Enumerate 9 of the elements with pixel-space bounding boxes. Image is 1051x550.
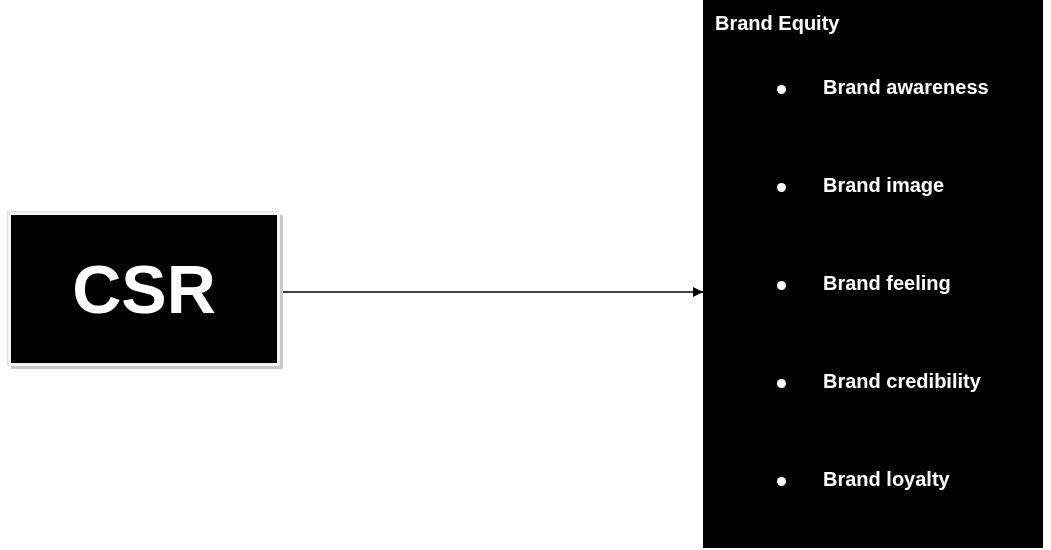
bullet-item: Brand credibility (777, 370, 981, 393)
node-label: CSR (72, 250, 216, 328)
list-panel (703, 0, 1043, 548)
bullet-item: Brand feeling (777, 272, 951, 295)
panel-heading: Brand Equity (715, 12, 840, 35)
process-box (8, 212, 280, 366)
bullet-item: Brand loyalty (777, 468, 950, 491)
bullet-item: Brand image (777, 174, 945, 197)
bullet-item: Brand awareness (777, 76, 989, 99)
